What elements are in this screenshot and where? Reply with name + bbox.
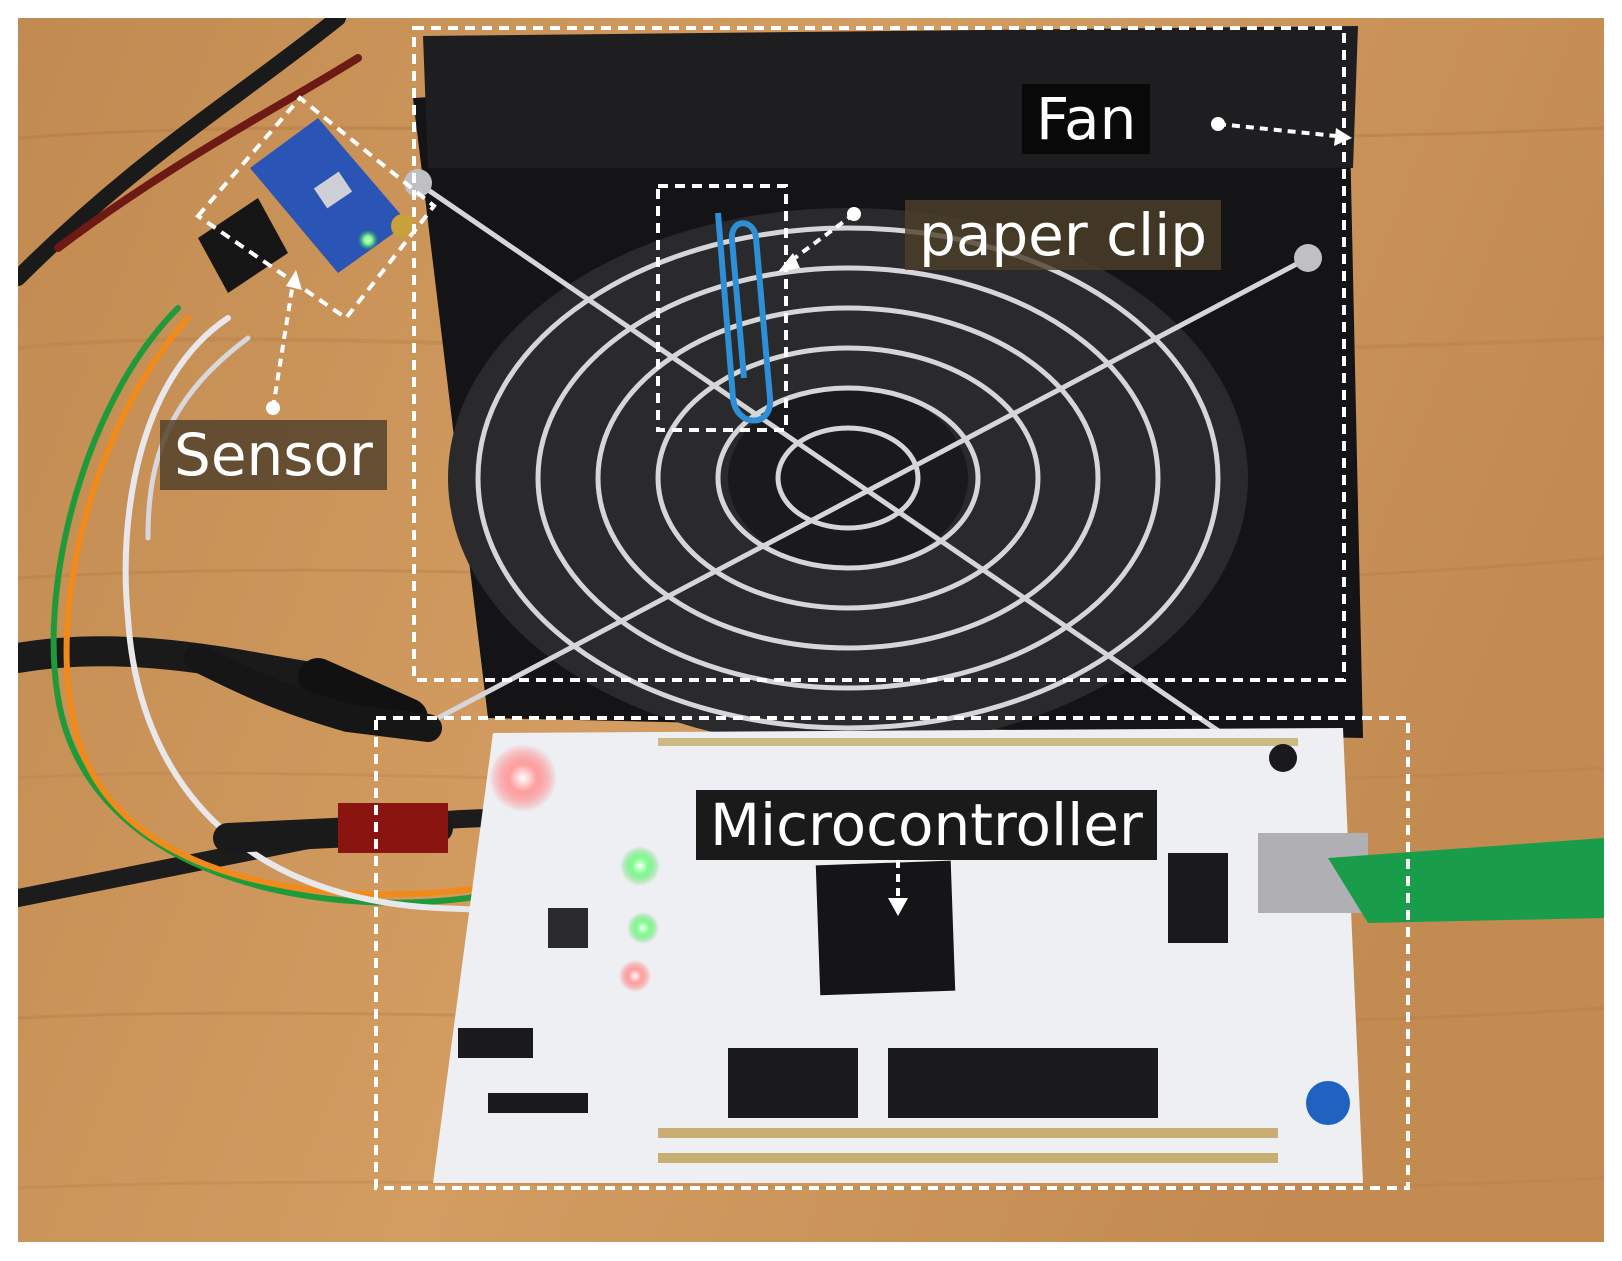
fan-label: Fan: [1022, 84, 1151, 154]
experimental-setup-photo: [18, 18, 1604, 1242]
fan: [404, 26, 1363, 761]
cables: [18, 18, 781, 1051]
sensor-label: Sensor: [160, 420, 387, 490]
paper-clip-label: paper clip: [905, 200, 1222, 270]
microcontroller-box: [374, 716, 1410, 1190]
paper-clip-box: [656, 184, 788, 432]
fan-box: [412, 26, 1346, 682]
microcontroller-label: Microcontroller: [696, 790, 1157, 860]
